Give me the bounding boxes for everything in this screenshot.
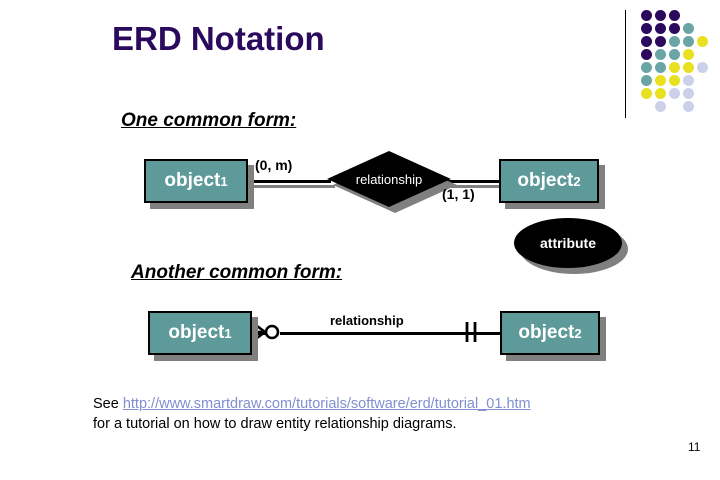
- footer-text: See http://www.smartdraw.com/tutorials/s…: [93, 394, 531, 434]
- decorative-dot: [641, 75, 652, 86]
- entity-label: object: [518, 322, 575, 343]
- decorative-dot: [655, 23, 666, 34]
- decorative-dot: [683, 49, 694, 60]
- decorative-dot: [641, 49, 652, 60]
- entity-label: object: [164, 170, 221, 191]
- decorative-dot: [655, 75, 666, 86]
- connector-right-shadow: [451, 185, 503, 188]
- decorative-dot: [683, 101, 694, 112]
- connector-left-shadow: [253, 185, 335, 188]
- entity-subscript: 1: [224, 325, 232, 341]
- connector-entity1-stub-form2: [253, 332, 267, 335]
- decorative-dot: [683, 62, 694, 73]
- decorative-dot: [641, 88, 652, 99]
- attribute-ellipse[interactable]: [514, 218, 622, 268]
- decorative-dot: [655, 101, 666, 112]
- relationship-diamond-label: relationship: [355, 171, 423, 187]
- decorative-dot: [697, 36, 708, 47]
- footer-lead: See: [93, 396, 123, 412]
- decorative-dot: [655, 88, 666, 99]
- crowsfoot-zero-or-many-icon: [252, 321, 280, 343]
- section-heading-two: Another common form:: [131, 262, 343, 283]
- decorative-dot-grid: [641, 10, 720, 112]
- decorative-dot: [669, 75, 680, 86]
- header-divider: [625, 10, 626, 118]
- page-title: ERD Notation: [112, 20, 325, 57]
- section-heading-one: One common form:: [121, 110, 297, 131]
- connector-entity1-to-relationship: [249, 180, 331, 183]
- decorative-dot: [669, 10, 680, 21]
- decorative-dot: [669, 62, 680, 73]
- entity-subscript: 2: [574, 325, 582, 341]
- cardinality-label-right: (1, 1): [442, 186, 475, 202]
- attribute-label: attribute: [540, 235, 596, 251]
- page-number: 11: [688, 440, 701, 454]
- decorative-dot: [641, 23, 652, 34]
- decorative-dot: [669, 36, 680, 47]
- decorative-dot: [641, 36, 652, 47]
- decorative-dot: [655, 49, 666, 60]
- decorative-dot: [683, 23, 694, 34]
- entity-subscript: 2: [573, 173, 581, 189]
- decorative-dot: [683, 36, 694, 47]
- cardinality-label-left: (0, m): [255, 157, 293, 173]
- decorative-dot: [697, 62, 708, 73]
- relationship-label-form2: relationship: [330, 313, 404, 328]
- decorative-dot: [669, 23, 680, 34]
- decorative-dot: [655, 10, 666, 21]
- decorative-dot: [683, 75, 694, 86]
- connector-relationship-to-entity2: [447, 180, 501, 183]
- decorative-dot: [669, 49, 680, 60]
- connector-line-form2: [280, 332, 500, 335]
- tutorial-link[interactable]: http://www.smartdraw.com/tutorials/softw…: [122, 396, 531, 412]
- decorative-dot: [641, 10, 652, 21]
- footer-line2: for a tutorial on how to draw entity rel…: [93, 416, 457, 432]
- decorative-dot: [683, 88, 694, 99]
- decorative-dot: [655, 62, 666, 73]
- entity-label: object: [517, 170, 574, 191]
- decorative-dot: [641, 62, 652, 73]
- entity-subscript: 1: [220, 173, 228, 189]
- double-tick-exactly-one-icon: [465, 322, 477, 342]
- decorative-dot: [669, 88, 680, 99]
- entity-label: object: [168, 322, 225, 343]
- decorative-dot: [655, 36, 666, 47]
